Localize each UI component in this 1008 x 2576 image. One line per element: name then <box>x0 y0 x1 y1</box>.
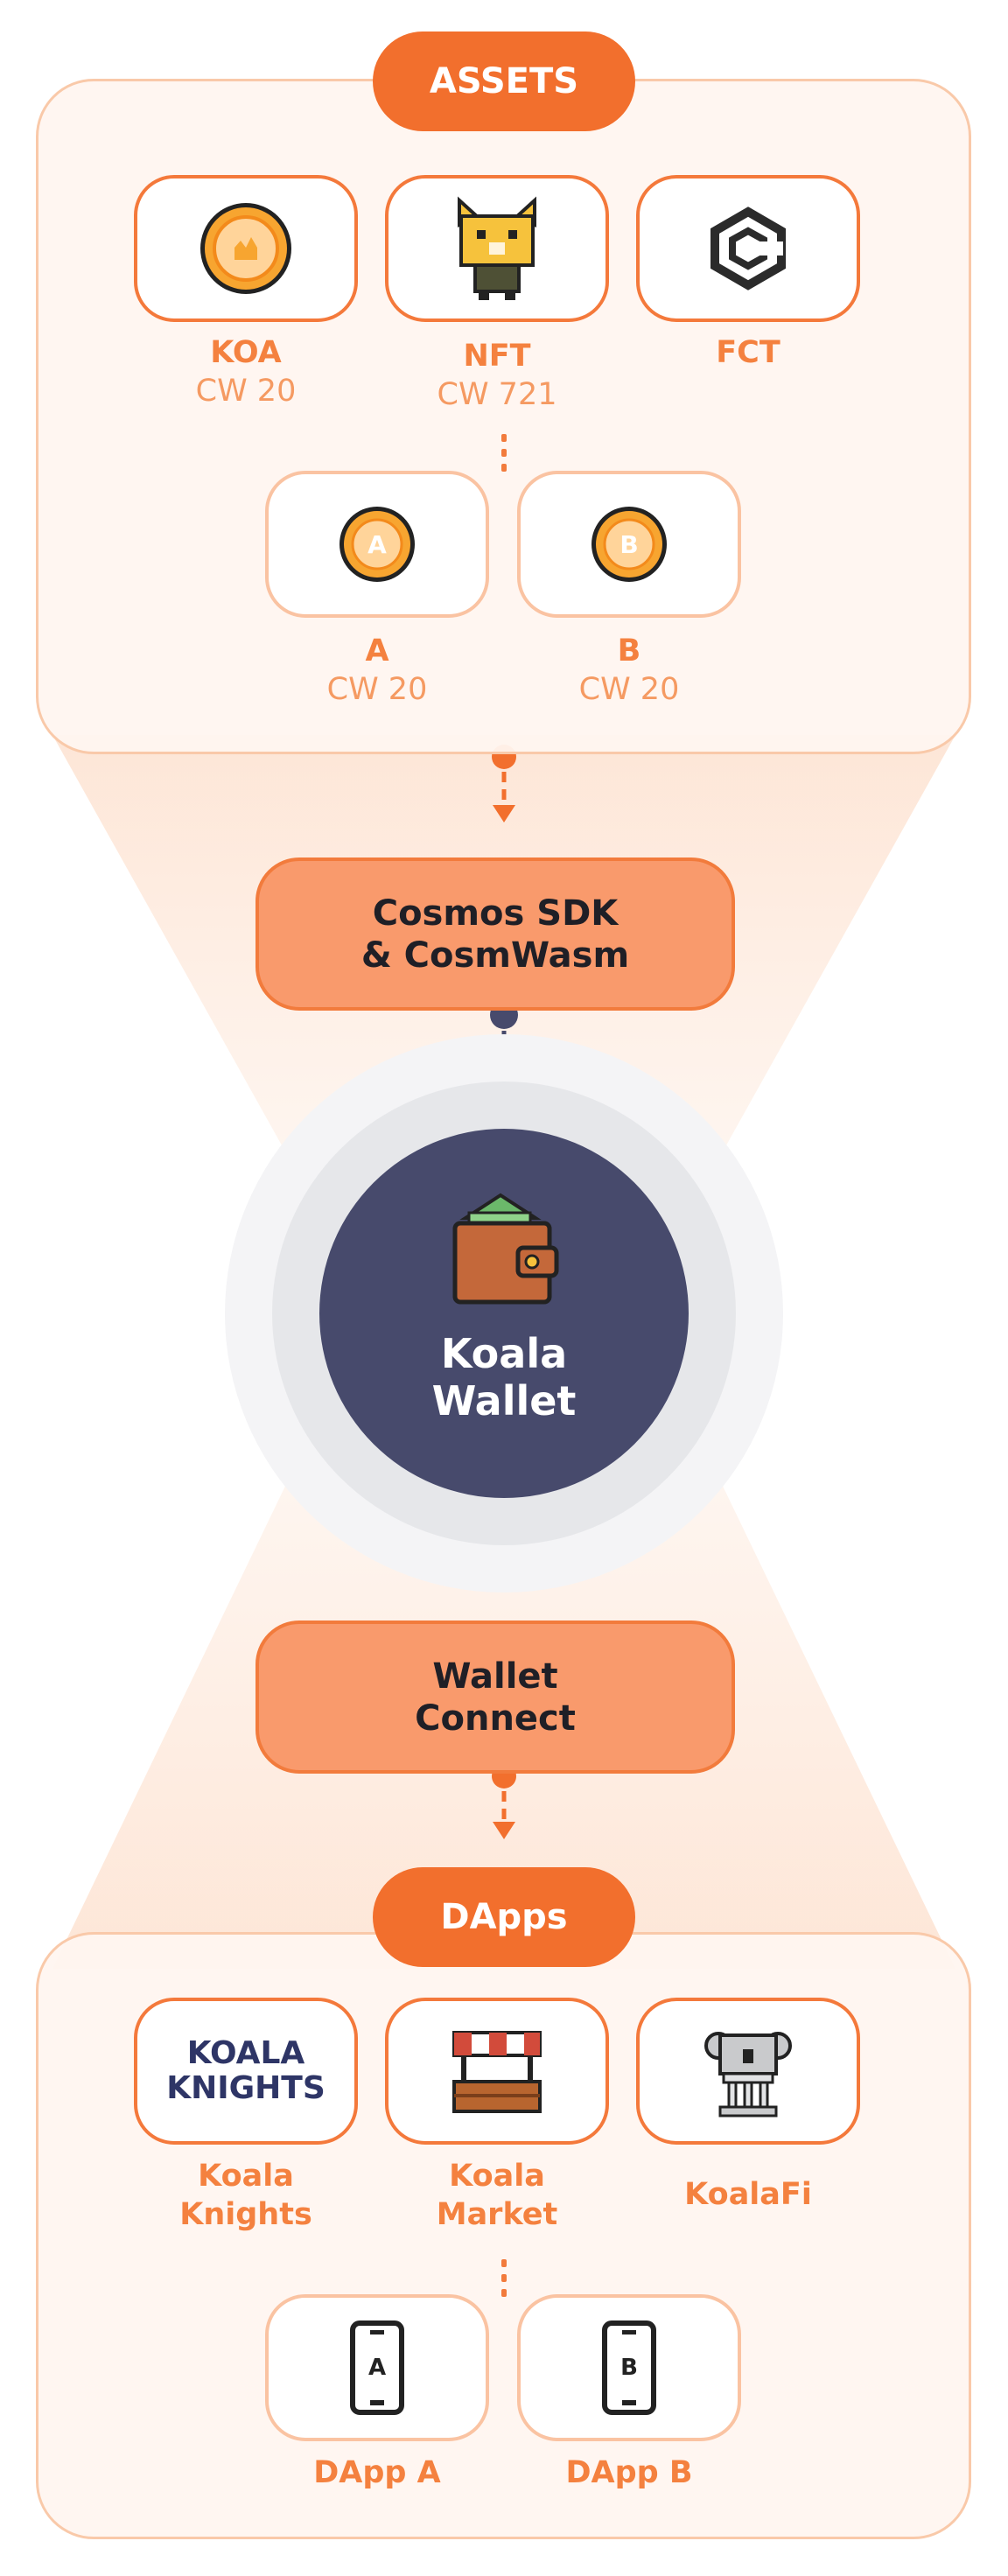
asset-name: KOA <box>210 335 282 370</box>
asset-label-koa: KOA CW 20 <box>115 333 377 410</box>
phone-b-icon <box>602 2320 656 2415</box>
koa-coin-icon <box>200 203 291 294</box>
koala-bank-icon <box>704 2032 792 2118</box>
dapp-card-koalafi[interactable] <box>636 1998 860 2145</box>
asset-card-fct[interactable] <box>636 175 860 322</box>
asset-label-nft: NFT CW 721 <box>366 337 628 414</box>
assets-header-pill: ASSETS <box>373 32 635 131</box>
asset-card-a[interactable]: A <box>265 471 489 618</box>
market-stall-icon <box>452 2031 542 2113</box>
coin-b-glyph: B <box>620 529 639 559</box>
more-assets-dots <box>501 434 507 479</box>
asset-card-nft[interactable] <box>385 175 609 322</box>
asset-name: B <box>617 634 641 668</box>
connect-line-1: Wallet <box>432 1656 558 1697</box>
asset-card-b[interactable]: B <box>517 471 741 618</box>
connect-line-2: Connect <box>415 1698 576 1739</box>
wallet-line-1: Koala <box>440 1330 568 1377</box>
sdk-line-2: & CosmWasm <box>360 934 630 976</box>
dapp-label-a: DApp A <box>246 2454 508 2492</box>
asset-name: NFT <box>463 339 531 374</box>
asset-name: FCT <box>716 335 780 370</box>
asset-label-b: B CW 20 <box>498 632 760 709</box>
koala-knights-logo-line-1: KOALA <box>186 2035 305 2071</box>
dapp-name-line-1: Koala <box>449 2159 545 2194</box>
dapp-name-line-1: DApp A <box>313 2455 441 2490</box>
phone-a-glyph: A <box>368 2355 387 2381</box>
dapp-name-line-1: KoalaFi <box>684 2177 812 2212</box>
dapp-name-line-1: Koala <box>198 2159 294 2194</box>
koala-knights-logo-line-2: KNIGHTS <box>166 2070 326 2106</box>
dapp-label-koalafi: KoalaFi <box>617 2175 879 2214</box>
coin-a-icon <box>340 507 415 582</box>
coin-b-icon <box>592 507 667 582</box>
wallet-line-2: Wallet <box>431 1377 577 1424</box>
asset-standard: CW 20 <box>578 672 680 707</box>
koala-cat-nft-icon <box>458 196 536 300</box>
asset-label-fct: FCT <box>617 333 879 372</box>
dapps-header: DApps <box>440 1897 568 1937</box>
fct-logo-icon <box>710 206 786 290</box>
more-dapps-dots <box>501 2259 507 2304</box>
wallet-circle[interactable] <box>319 1129 689 1498</box>
asset-standard: CW 20 <box>195 374 297 409</box>
asset-name: A <box>365 634 389 668</box>
sdk-line-1: Cosmos SDK <box>372 892 619 934</box>
dapp-card-koala-knights[interactable]: KOALA KNIGHTS <box>134 1998 358 2145</box>
dapp-name-line-1: DApp B <box>565 2455 693 2490</box>
asset-standard: CW 20 <box>326 672 428 707</box>
dapp-card-koala-market[interactable] <box>385 1998 609 2145</box>
dapp-label-koala-knights: Koala Knights <box>115 2157 377 2234</box>
cosmos-sdk-box: Cosmos SDK & CosmWasm <box>256 858 735 1011</box>
asset-label-a: A CW 20 <box>246 632 508 709</box>
dapp-label-b: DApp B <box>498 2454 760 2492</box>
coin-a-glyph: A <box>368 529 387 559</box>
dapp-card-b[interactable]: B <box>517 2294 741 2441</box>
assets-header: ASSETS <box>429 61 579 102</box>
asset-card-koa[interactable] <box>134 175 358 322</box>
dapp-label-koala-market: Koala Market <box>366 2157 628 2234</box>
wallet-title: Koala Wallet <box>338 1330 670 1424</box>
phone-b-glyph: B <box>620 2355 638 2381</box>
wallet-connect-box: Wallet Connect <box>256 1620 735 1774</box>
wallet-icon <box>452 1193 559 1305</box>
dapps-header-pill: DApps <box>373 1867 635 1967</box>
asset-standard: CW 721 <box>437 377 557 412</box>
phone-a-icon <box>350 2320 404 2415</box>
dapp-card-a[interactable]: A <box>265 2294 489 2441</box>
dapp-name-line-2: Market <box>436 2197 558 2232</box>
dapp-name-line-2: Knights <box>179 2197 312 2232</box>
